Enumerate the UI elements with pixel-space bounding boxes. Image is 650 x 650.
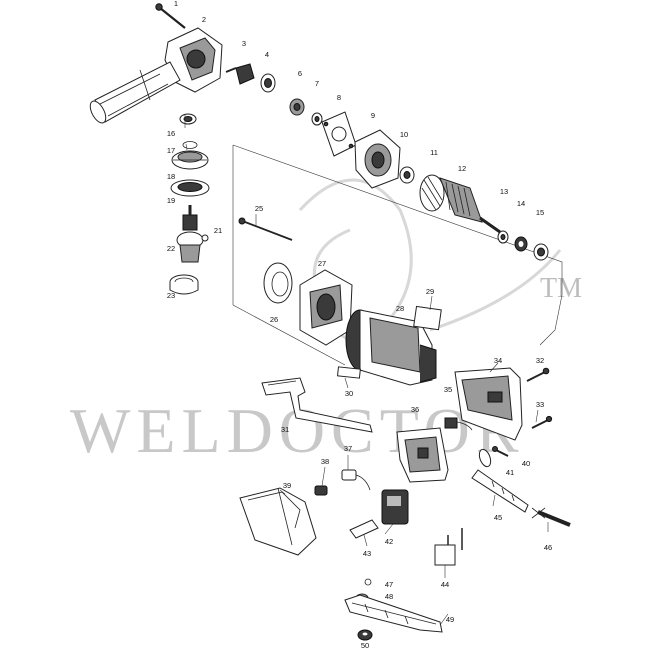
part-16-bearing: [179, 113, 197, 125]
label-13: 13: [500, 187, 508, 196]
label-47: 47: [385, 580, 393, 589]
label-8: 8: [337, 93, 341, 102]
part-21-pin: [201, 234, 209, 242]
label-19: 19: [167, 196, 175, 205]
label-43: 43: [363, 549, 371, 558]
part-36-switch-assembly: [396, 427, 449, 483]
part-33-screw: [531, 415, 553, 429]
label-15: 15: [536, 208, 544, 217]
label-36: 36: [411, 405, 419, 414]
label-4: 4: [265, 50, 269, 59]
part-32-screw: [526, 367, 550, 382]
part-27-field: [299, 269, 353, 346]
label-2: 2: [202, 15, 206, 24]
part-31-switch-lever: [261, 377, 373, 433]
label-1: 1: [174, 0, 178, 8]
part-49-switch-lever: [344, 594, 443, 633]
label-23: 23: [167, 291, 175, 300]
label-32: 32: [536, 356, 544, 365]
part-13-bearing: [497, 230, 509, 244]
label-34: 34: [494, 356, 502, 365]
label-17: 17: [167, 146, 175, 155]
part-40-tapping-screw: [492, 446, 509, 457]
assembly-boundary: [232, 144, 563, 366]
part-23-ring: [169, 274, 199, 295]
label-6: 6: [298, 69, 302, 78]
part-4-ball-bearing: [260, 73, 276, 93]
label-49: 49: [446, 615, 454, 624]
part-number-labels: 1 2 3 4 6 7 8 9 10 11 12 13 14 15 16 17 …: [167, 0, 552, 650]
label-42: 42: [385, 537, 393, 546]
part-34-rear-cover: [454, 367, 523, 441]
label-37: 37: [344, 444, 352, 453]
label-50: 50: [361, 641, 369, 650]
part-45-cord-guard: [471, 469, 529, 513]
part-3-spiral-bevel-gear: [225, 63, 255, 85]
part-14-bearing: [514, 236, 528, 252]
label-21: 21: [214, 226, 222, 235]
label-27: 27: [318, 259, 326, 268]
label-9: 9: [371, 111, 375, 120]
part-43-lock-button: [349, 519, 379, 539]
part-38-strain-relief: [314, 485, 328, 496]
part-18-spiral-bevel-gear: [171, 150, 209, 170]
part-30-label: [336, 366, 361, 379]
part-9-bearing-box: [354, 129, 401, 189]
label-3: 3: [242, 39, 246, 48]
part-44-terminal: [434, 528, 463, 566]
label-45: 45: [494, 513, 502, 522]
label-44: 44: [441, 580, 449, 589]
part-17-retaining-ring: [182, 141, 198, 149]
label-48: 48: [385, 592, 393, 601]
part-19-bearing: [170, 179, 210, 197]
part-41-strain-relief: [478, 448, 492, 468]
part-26-baffle-plate: [263, 262, 293, 304]
label-30: 30: [345, 389, 353, 398]
label-25: 25: [255, 204, 263, 213]
part-10-ball-bearing: [399, 166, 415, 184]
part-29-nameplate: [413, 305, 442, 331]
label-10: 10: [400, 130, 408, 139]
label-35: 35: [444, 385, 452, 394]
part-15-insulation-washer: [533, 243, 549, 261]
label-31: 31: [281, 425, 289, 434]
part-50-nut: [357, 629, 373, 641]
label-26: 26: [270, 315, 278, 324]
label-46: 46: [544, 543, 552, 552]
part-28-motor-housing: [345, 309, 437, 386]
label-14: 14: [517, 199, 525, 208]
label-16: 16: [167, 129, 175, 138]
leader-lines: [184, 114, 549, 626]
part-1-screw: [155, 3, 186, 29]
label-12: 12: [458, 164, 466, 173]
part-7-washer: [311, 112, 323, 126]
part-side-handle: [89, 61, 181, 124]
part-46-power-supply-cord: [531, 507, 571, 527]
label-39: 39: [283, 481, 291, 490]
part-42-switch: [381, 489, 409, 525]
label-33: 33: [536, 400, 544, 409]
part-37-connector: [341, 469, 371, 491]
label-22: 22: [167, 244, 175, 253]
label-11: 11: [430, 148, 438, 157]
label-18: 18: [167, 172, 175, 181]
label-7: 7: [315, 79, 319, 88]
label-38: 38: [321, 457, 329, 466]
part-11-fan: [419, 174, 445, 212]
part-35-noise-suppressor: [444, 417, 473, 431]
part-8-plate: [321, 111, 357, 157]
part-6-bearing: [289, 98, 305, 116]
label-29: 29: [426, 287, 434, 296]
part-47-ring: [364, 578, 372, 586]
part-12-armature: [439, 177, 501, 234]
label-28: 28: [396, 304, 404, 313]
part-39-handle-cover: [239, 487, 317, 556]
label-40: 40: [522, 459, 530, 468]
part-22-spindle: [176, 205, 204, 263]
label-41: 41: [506, 468, 514, 477]
part-25-screw: [238, 217, 293, 241]
